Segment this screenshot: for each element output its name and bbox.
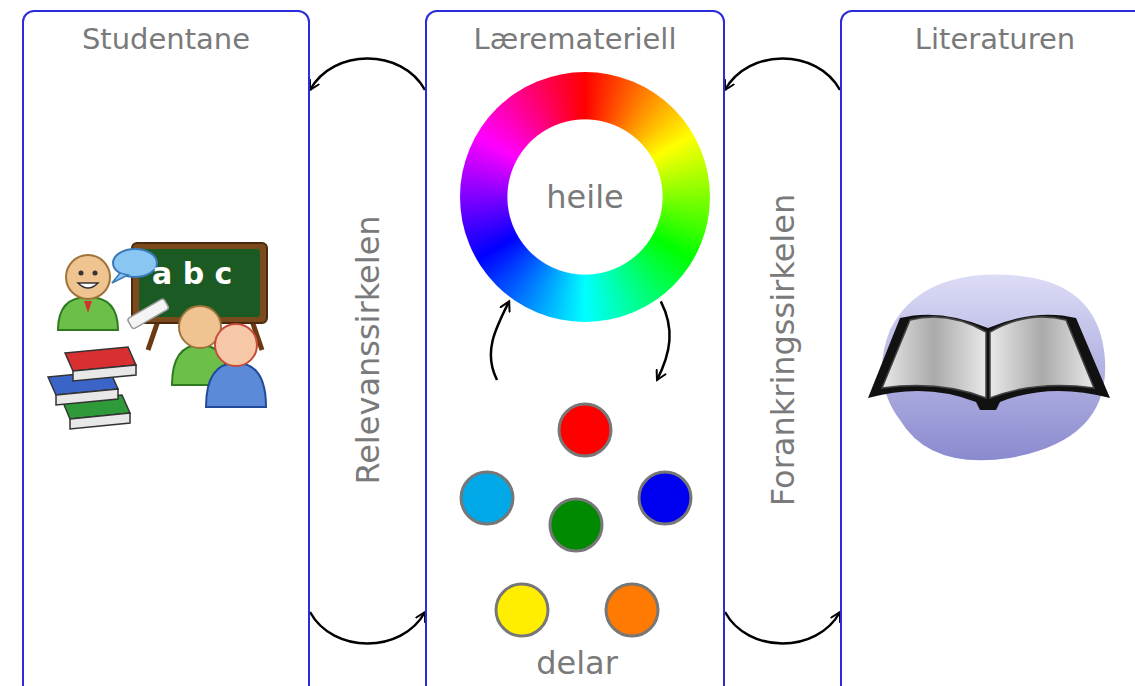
node-label: delar [457,644,697,682]
cycle-arrow [657,301,670,380]
cycle-label: Relevanssirkelen [349,215,387,484]
cycle-arrow [725,612,840,644]
panel-heading: Literaturen [842,22,1135,56]
cycle-arrow [725,59,840,91]
column-panel: Studentane [22,10,310,686]
cycle-arrow [310,612,425,644]
chalkboard-text: a b c [152,256,232,291]
book-illustration [860,270,1120,470]
column-panel: Literaturen [840,10,1135,686]
node-label: heile [460,178,710,216]
panel-heading: Studentane [24,22,308,56]
colour-dots [457,384,697,686]
cycle-label: Forankringssirkelen [764,194,802,506]
cycle-arrow [310,59,425,91]
parts-group: delar [457,384,697,686]
colour-ring: heile [460,72,710,322]
panel-heading: Læremateriell [427,22,723,56]
column-panel: Læremateriell heile delar [425,10,725,686]
cycle-arrow [491,301,509,380]
